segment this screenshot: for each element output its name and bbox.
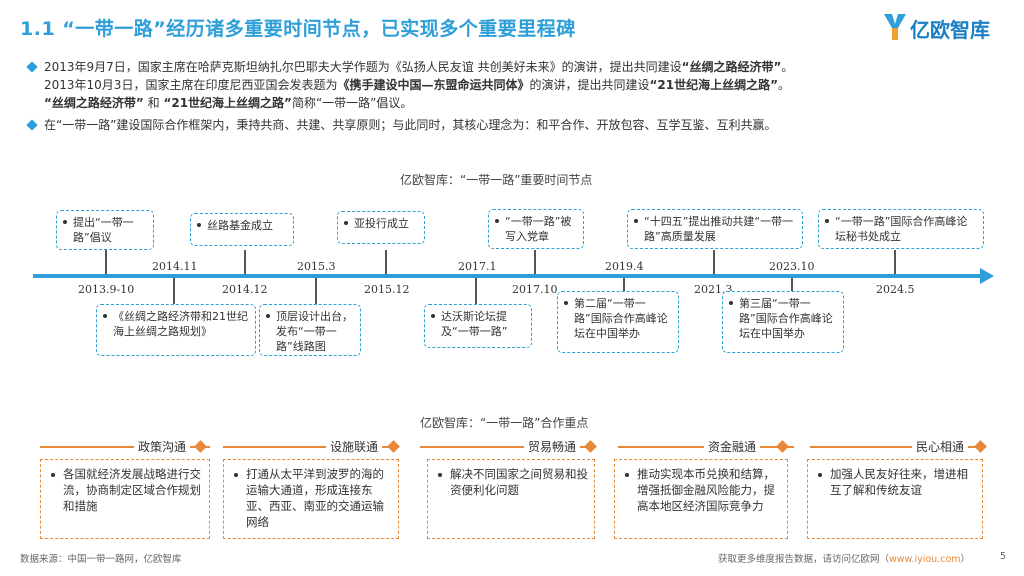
diamond-icon <box>776 440 789 453</box>
brand-logo-icon <box>882 12 908 42</box>
bullet-dot-icon <box>197 223 201 227</box>
timeline-tick <box>475 278 477 304</box>
page-title: 1.1 “一带一路”经历诸多重要时间节点，已实现多个重要里程碑 <box>20 18 576 40</box>
diamond-bullet-icon <box>26 119 38 131</box>
diamond-icon <box>387 440 400 453</box>
data-source: 数据来源：中国一带一路网，亿欧智库 <box>20 554 182 565</box>
timeline-date: 2015.12 <box>364 283 410 296</box>
timeline-date: 2017.1 <box>458 260 497 273</box>
timeline-arrow-icon <box>980 268 994 284</box>
timeline-date: 2015.3 <box>297 260 336 273</box>
cooperation-label: 贸易畅通 <box>524 438 581 455</box>
diamond-icon <box>974 440 987 453</box>
cooperation-card: 推动实现本币兑换和结算，增强抵御金融风险能力，提高本地区经济国际竞争力 <box>614 459 788 539</box>
timeline-date: 2014.12 <box>222 283 268 296</box>
timeline-event: 达沃斯论坛提及“一带一路” <box>424 304 532 348</box>
footer-cta: 获取更多维度报告数据，请访问亿欧网（www.iyiou.com） <box>718 554 971 565</box>
bullet-dot-icon <box>234 473 238 477</box>
timeline-event: 亚投行成立 <box>337 211 425 244</box>
timeline-tick <box>105 250 107 274</box>
bullet-dot-icon <box>63 220 67 224</box>
timeline-event: “一带一路”国际合作高峰论坛秘书处成立 <box>818 209 984 249</box>
section-rule <box>810 446 986 448</box>
bullet-principles: 在“一带一路”建设国际合作框架内，秉持共商、共建、共享原则；与此同时，其核心理念… <box>26 116 1006 134</box>
diamond-icon <box>584 440 597 453</box>
timeline-event: “十四五”提出推动共建“一带一路”高质量发展 <box>627 209 803 249</box>
timeline-event: “一带一路”被写入党章 <box>488 209 584 249</box>
timeline-title: 亿欧智库：“一带一路”重要时间节点 <box>400 173 593 187</box>
cooperation-label: 设施联通 <box>326 438 383 455</box>
timeline-event: 第二届“一带一路”国际合作高峰论坛在中国举办 <box>557 291 679 353</box>
timeline-date: 2013.9-10 <box>78 283 135 296</box>
timeline-tick <box>385 250 387 274</box>
bullet-dot-icon <box>564 301 568 305</box>
diamond-bullet-icon <box>26 61 38 73</box>
cooperation-label: 民心相通 <box>912 438 969 455</box>
brand-name: 亿欧智库 <box>910 18 990 42</box>
bullet-dot-icon <box>51 473 55 477</box>
timeline-event: 《丝绸之路经济带和21世纪海上丝绸之路规划》 <box>96 304 256 356</box>
timeline-date: 2023.10 <box>769 260 815 273</box>
timeline-date: 2024.5 <box>876 283 915 296</box>
bullet-dot-icon <box>825 219 829 223</box>
timeline-tick <box>244 250 246 274</box>
cooperation-card: 解决不同国家之间贸易和投资便利化问题 <box>427 459 595 539</box>
cooperation-card: 打通从太平洋到波罗的海的运输大通道，形成连接东亚、西亚、南亚的交通运输网络 <box>223 459 399 539</box>
cooperation-card: 加强人民友好往来，增进相互了解和传统友谊 <box>807 459 983 539</box>
timeline-date: 2019.4 <box>605 260 644 273</box>
bullet-line: 2013年9月7日，国家主席在哈萨克斯坦纳扎尔巴耶夫大学作题为《弘扬人民友谊 共… <box>44 60 794 74</box>
bullet-dot-icon <box>495 219 499 223</box>
timeline-event: 第三届“一带一路”国际合作高峰论坛在中国举办 <box>722 291 844 353</box>
bullet-dot-icon <box>634 219 638 223</box>
cooperation-label: 政策沟通 <box>134 438 191 455</box>
bullet-origin: 2013年9月7日，国家主席在哈萨克斯坦纳扎尔巴耶夫大学作题为《弘扬人民友谊 共… <box>26 58 1006 112</box>
intro-bullets: 2013年9月7日，国家主席在哈萨克斯坦纳扎尔巴耶夫大学作题为《弘扬人民友谊 共… <box>26 58 1006 138</box>
bullet-line: “丝绸之路经济带” 和 “21世纪海上丝绸之路”简称“一带一路”倡议。 <box>44 96 413 110</box>
bullet-dot-icon <box>438 473 442 477</box>
cooperation-card: 各国就经济发展战略进行交流，协商制定区域合作规划和措施 <box>40 459 210 539</box>
bullet-dot-icon <box>431 314 435 318</box>
bullet-dot-icon <box>103 314 107 318</box>
bullet-dot-icon <box>266 314 270 318</box>
timeline-event: 提出“一带一路”倡议 <box>56 210 154 250</box>
cooperation-label: 资金融通 <box>704 438 761 455</box>
bullet-text: 在“一带一路”建设国际合作框架内，秉持共商、共建、共享原则；与此同时，其核心理念… <box>44 118 777 132</box>
website-link[interactable]: www.iyiou.com <box>889 554 961 565</box>
bullet-dot-icon <box>818 473 822 477</box>
cooperation-title: 亿欧智库：“一带一路”合作重点 <box>420 416 589 430</box>
timeline-date: 2014.11 <box>152 260 198 273</box>
timeline-tick <box>713 250 715 274</box>
page-number: 5 <box>1000 551 1007 562</box>
bullet-dot-icon <box>729 301 733 305</box>
bullet-dot-icon <box>344 221 348 225</box>
diamond-icon <box>194 440 207 453</box>
timeline-tick <box>534 250 536 274</box>
timeline-event: 丝路基金成立 <box>190 213 294 246</box>
section-rule <box>223 446 399 448</box>
bullet-line: 2013年10月3日，国家主席在印度尼西亚国会发表题为《携手建设中国—东盟命运共… <box>44 78 790 92</box>
timeline-tick <box>173 278 175 304</box>
timeline-event: 顶层设计出台，发布“一带一路”线路图 <box>259 304 361 356</box>
timeline-tick <box>315 278 317 304</box>
section-rule <box>40 446 210 448</box>
section-rule <box>420 446 596 448</box>
timeline-date: 2017.10 <box>512 283 558 296</box>
timeline-axis <box>33 274 983 278</box>
bullet-dot-icon <box>625 473 629 477</box>
timeline-tick <box>894 250 896 274</box>
